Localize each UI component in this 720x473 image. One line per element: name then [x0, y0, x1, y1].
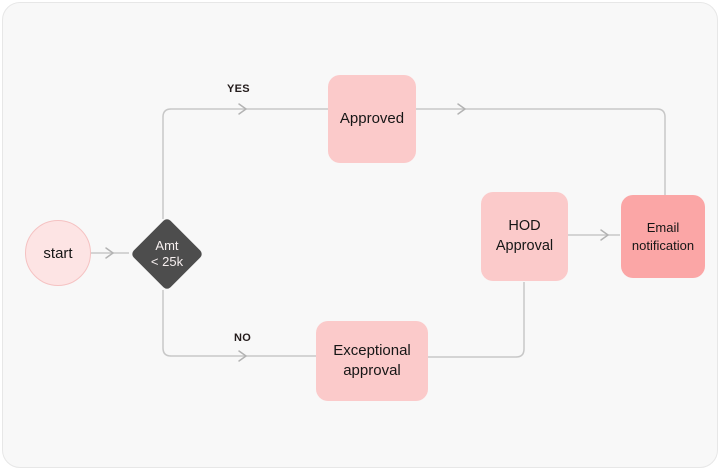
arrowhead-icon — [238, 350, 247, 362]
edge-label-no: NO — [234, 332, 252, 344]
node-approved[interactable]: Approved — [328, 75, 416, 163]
arrowhead-icon — [600, 229, 609, 241]
decision-label: Amt < 25k — [150, 238, 184, 269]
node-amt-decision[interactable]: Amt < 25k — [130, 217, 204, 291]
connector-exceptional-to-hod — [428, 282, 525, 358]
edge-label-yes: YES — [227, 83, 250, 95]
node-start[interactable]: start — [25, 220, 91, 286]
node-email-notification[interactable]: Email notification — [621, 195, 705, 278]
arrowhead-icon — [457, 103, 466, 115]
flowchart-canvas: YES NO start Amt < 25k Approved Exceptio… — [2, 2, 718, 468]
node-exceptional-approval[interactable]: Exceptional approval — [316, 321, 428, 401]
connector-lines — [91, 103, 666, 362]
arrowhead-icon — [105, 247, 114, 259]
arrowhead-icon — [238, 103, 247, 115]
node-hod-approval[interactable]: HOD Approval — [481, 192, 568, 281]
connector-decision-no-to-exceptional — [162, 290, 316, 357]
